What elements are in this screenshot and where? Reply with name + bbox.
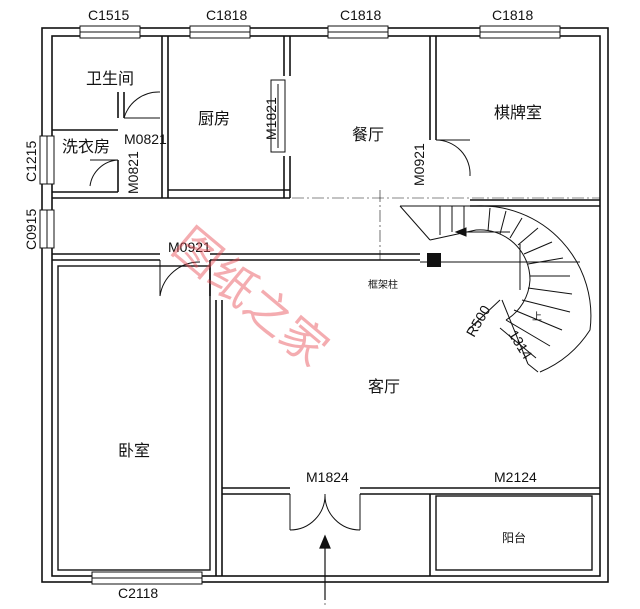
entrance-arrow [319,534,331,600]
stair-direction-label: 上 [532,311,542,323]
spiral-stair [399,205,592,373]
door-label-m0921-a: M0921 [411,143,427,186]
door-label-m0821-b: M0821 [125,151,141,194]
room-label-laundry: 洗衣房 [62,137,110,156]
room-label-living: 客厅 [368,377,400,396]
window-label-c1515: C1515 [88,7,129,23]
window-label-c0915: C0915 [23,209,39,250]
watermark-text: 图纸之家 [163,217,339,377]
room-label-chess-room: 棋牌室 [494,103,542,122]
window-label-c2118: C2118 [118,585,158,601]
room-label-dining: 餐厅 [352,125,384,144]
room-label-bedroom: 卧室 [118,441,150,460]
stair-radius-label: R500 [463,302,494,339]
interior-walls [52,36,600,576]
door-label-m1824: M1824 [306,469,349,485]
window-label-c1818-a: C1818 [206,7,247,23]
window-label-c1215: C1215 [23,141,39,182]
door-swings [89,79,471,531]
window-label-c1818-c: C1818 [492,7,533,23]
door-label-m0821-a: M0821 [124,131,167,147]
stair-width-label: 1314 [505,327,535,362]
window-label-c1818-b: C1818 [340,7,381,23]
room-label-bathroom: 卫生间 [86,69,134,88]
room-label-kitchen: 厨房 [198,109,230,128]
room-label-balcony: 阳台 [502,530,526,545]
door-label-m2124: M2124 [494,469,537,485]
door-label-m0921-b: M0921 [168,239,211,255]
door-label-m1821: M1821 [263,97,279,140]
window-markers [39,25,561,585]
column-label: 框架柱 [368,278,398,291]
frame-column [427,253,441,267]
